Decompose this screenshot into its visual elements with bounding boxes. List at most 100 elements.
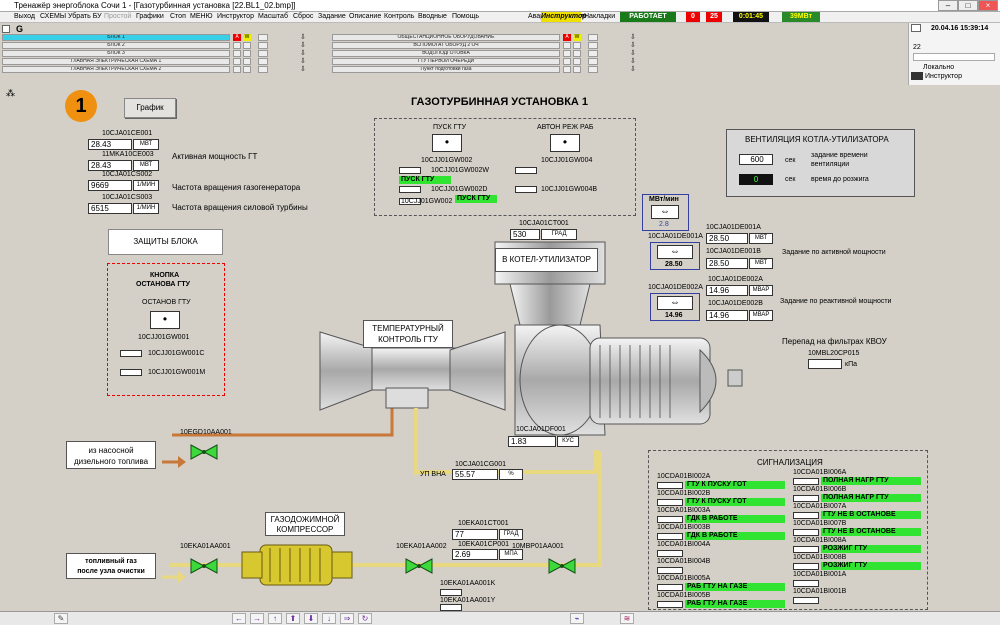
menu-item-3[interactable]: Простой: [104, 13, 132, 20]
block-extra-tag: [258, 42, 268, 49]
menu-item-4[interactable]: Графики: [136, 13, 164, 20]
stop-tag1: 10CJJ01GW001: [138, 334, 190, 341]
arrow-left-icon[interactable]: ←: [232, 613, 246, 624]
arrow-right-icon[interactable]: ⇒: [340, 613, 354, 624]
mode-select[interactable]: [913, 53, 995, 61]
block-tag-a: [233, 42, 241, 49]
menu-item-6[interactable]: МЕНЮ: [190, 13, 213, 20]
download-icon[interactable]: ⇩: [300, 66, 306, 73]
valve-3[interactable]: [548, 558, 576, 574]
active-adjust-arrows[interactable]: ⇔: [657, 245, 693, 259]
menu-item-1[interactable]: СХЕМЫ: [40, 13, 67, 20]
chart-icon[interactable]: ≋: [620, 613, 634, 624]
vna-tag: 10CJA01CG001: [455, 461, 506, 468]
tool-icon[interactable]: ✎: [54, 613, 68, 624]
rate-adjuster[interactable]: ⇔: [651, 205, 679, 219]
booster-compressor: [259, 544, 333, 586]
download-icon[interactable]: ⇩: [630, 42, 636, 49]
block-tag-a: [233, 58, 241, 65]
download-icon[interactable]: ⇩: [300, 34, 306, 41]
download-icon[interactable]: ⇩: [630, 58, 636, 65]
menu-item-10[interactable]: Задание: [318, 13, 346, 20]
menu-item-11[interactable]: Описание: [349, 13, 382, 20]
download-icon[interactable]: ⇩: [300, 50, 306, 57]
refresh-icon[interactable]: ↻: [358, 613, 372, 624]
valve-1[interactable]: [190, 558, 218, 574]
valve4-indicator: [440, 589, 462, 596]
download-icon[interactable]: ⇩: [300, 58, 306, 65]
valve-0[interactable]: [190, 444, 218, 460]
block-extra-tag: [588, 50, 598, 57]
stop-gtu-button[interactable]: •: [150, 311, 180, 329]
block-extra-tag: [588, 58, 598, 65]
reactive-adjust-arrows[interactable]: ⇔: [657, 296, 693, 310]
arrow-up-icon[interactable]: ↑: [268, 613, 282, 624]
menu-item-14[interactable]: Помощь: [452, 13, 480, 20]
block-tag-a: [563, 58, 571, 65]
start-indicator-3: [399, 198, 421, 205]
block-left-3[interactable]: ГЛАВНАЯ ЭЛЕКТРИЧЕСКАЯ СХЕМА 1: [2, 58, 230, 65]
arrow-down-icon[interactable]: ↓: [322, 613, 336, 624]
block-tag-a: [563, 66, 571, 73]
signal-right-text-5: РОЗЖИГ ГТУ: [821, 562, 921, 570]
menu-item-16[interactable]: Накладки: [584, 13, 616, 20]
compressor-label-box: ГАЗОДОЖИМНОЙ КОМПРЕССОР: [265, 512, 345, 536]
block-right-0[interactable]: ОБЩЕСТАНЦИОННОЕ ОБОРУДОВАНИЕ: [332, 34, 560, 41]
block-left-0[interactable]: БЛОК 1: [2, 34, 230, 41]
home-icon[interactable]: G: [16, 24, 24, 34]
menu-item-12[interactable]: Контроль: [384, 13, 415, 20]
graph-button[interactable]: График: [124, 98, 176, 118]
toolbar-icon[interactable]: [2, 25, 10, 33]
signal-right-tag-3: 10CDA01BI007B: [793, 520, 847, 527]
temperature-control-panel[interactable]: ТЕМПЕРАТУРНЫЙ КОНТРОЛЬ ГТУ: [363, 320, 453, 348]
block-extra-tag: [258, 58, 268, 65]
reactive-setpoint-b: 14.96: [706, 310, 748, 321]
signal-right-indicator-7: [793, 597, 819, 604]
maximize-button[interactable]: □: [958, 0, 978, 11]
auto-mode-button[interactable]: •: [550, 134, 580, 152]
auto-tag2: 10CJJ01GW004B: [541, 186, 598, 193]
active-setpoint-adjuster[interactable]: ⇔ 28.50: [650, 242, 700, 270]
menu-item-5[interactable]: Стоп: [170, 13, 186, 20]
signal-left-tag-6: 10CDA01BI005A: [657, 575, 711, 582]
signal-left-indicator-2: [657, 516, 683, 523]
minimize-button[interactable]: –: [938, 0, 958, 11]
menu-item-13[interactable]: Вводные: [418, 13, 447, 20]
active-unit-b: МВТ: [749, 258, 773, 269]
menu-item-2[interactable]: Убрать БУ: [68, 13, 102, 20]
menu-item-9[interactable]: Сброс: [293, 13, 314, 20]
vna-value: 55.57: [452, 469, 498, 480]
menu-item-7[interactable]: Инструктор: [217, 13, 254, 20]
valve-2[interactable]: [405, 558, 433, 574]
block-left-4[interactable]: ГЛАВНАЯ ЭЛЕКТРИЧЕСКАЯ СХЕМА 2: [2, 66, 230, 73]
block-protections-button[interactable]: ЗАЩИТЫ БЛОКА: [108, 229, 223, 255]
trend-icon[interactable]: ⌁: [570, 613, 584, 624]
close-button[interactable]: ×: [978, 0, 998, 11]
download-icon[interactable]: ⇩: [630, 50, 636, 57]
block-tag-w: [573, 50, 581, 57]
block-left-1[interactable]: БЛОК 2: [2, 42, 230, 49]
start-gtu-button[interactable]: •: [432, 134, 462, 152]
menu-item-0[interactable]: Выход: [14, 13, 35, 20]
signal-right-indicator-1: [793, 495, 819, 502]
block-left-2[interactable]: БЛОК 3: [2, 50, 230, 57]
block-right-2[interactable]: ВОДОПОДГОТОВКА: [332, 50, 560, 57]
block-right-1[interactable]: ВСПОМОГАТ ОБОРУД 2 ОЧ: [332, 42, 560, 49]
download-icon[interactable]: ⇩: [630, 34, 636, 41]
arrow-right-icon[interactable]: →: [250, 613, 264, 624]
signal-left-text-3: ГДК В РАБОТЕ: [685, 532, 785, 540]
menu-item-8[interactable]: Масштаб: [258, 13, 288, 20]
arrow-down-icon[interactable]: ⬇: [304, 613, 318, 624]
arrow-up-icon[interactable]: ⬆: [286, 613, 300, 624]
signal-right-indicator-6: [793, 580, 819, 587]
block-right-3[interactable]: ГТУ ПЕРВОЙ ОЧЕРЕДИ: [332, 58, 560, 65]
vent-unit1: сек: [785, 157, 796, 164]
user-label: Инструктор: [925, 73, 962, 80]
block-right-4[interactable]: Пункт подготовки газа: [332, 66, 560, 73]
reactive-setpoint-adjuster[interactable]: ⇔ 14.96: [650, 293, 700, 321]
download-icon[interactable]: ⇩: [300, 42, 306, 49]
tree-icon[interactable]: ⁂: [6, 88, 15, 98]
signal-right-tag-2: 10CDA01BI007A: [793, 503, 847, 510]
download-icon[interactable]: ⇩: [630, 66, 636, 73]
